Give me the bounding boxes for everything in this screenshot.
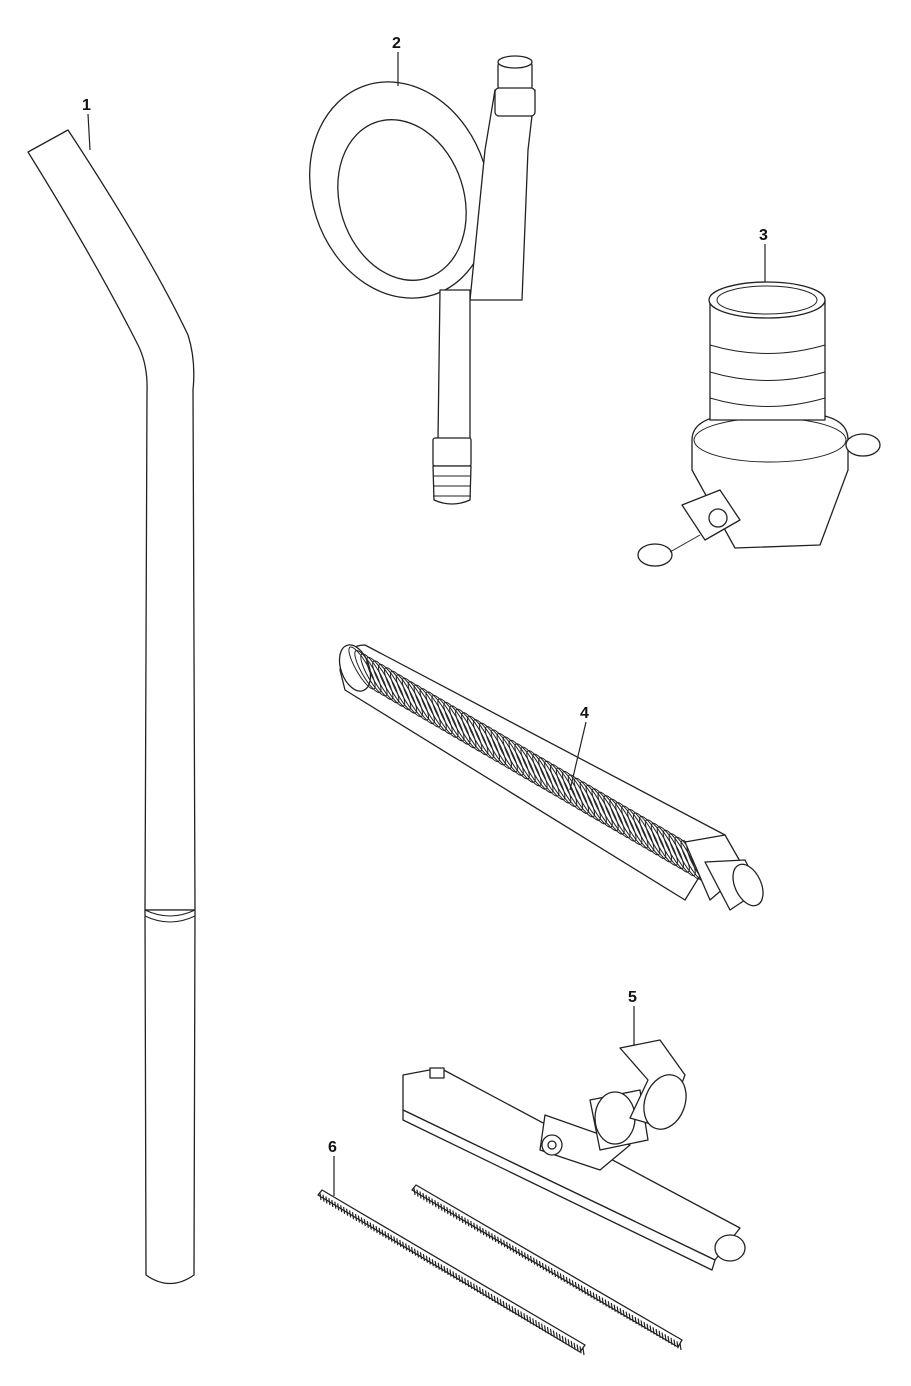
floor-nozzle-icon[interactable] [402,1039,746,1271]
brush-strip-icon[interactable] [317,1184,683,1356]
bent-extension-tube-icon[interactable] [27,129,196,1285]
brush-bristles-a [319,1192,585,1356]
callout-2: 2 [392,35,401,52]
brush-bristles-b [413,1187,682,1351]
leader-line-1 [87,113,91,151]
callout-5: 5 [628,989,637,1006]
leader-line-4 [569,721,587,791]
callout-1: 1 [82,97,91,114]
callout-4: 4 [580,705,589,722]
callout-3: 3 [759,227,768,244]
callout-6: 6 [328,1139,337,1156]
camlock-coupling-icon[interactable] [637,281,881,567]
corrugated-hose-icon[interactable] [334,641,769,911]
coiled-hose-icon[interactable] [282,55,536,505]
